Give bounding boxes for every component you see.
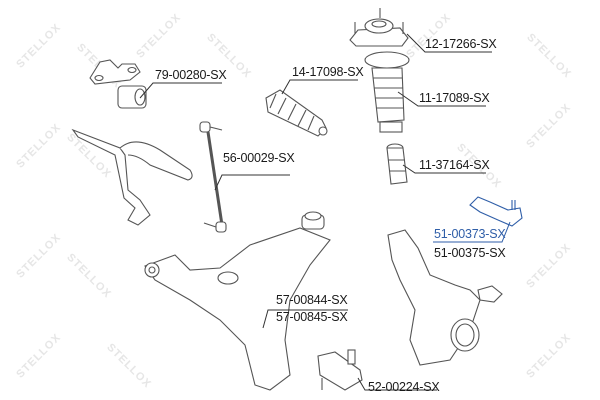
control-arm-icon: [144, 211, 331, 391]
stabilizer-bar-icon: [71, 128, 193, 226]
label-stabilizer-link[interactable]: 56-00029-SX: [223, 151, 295, 165]
label-ball-joint[interactable]: 52-00224-SX: [368, 380, 440, 394]
steering-knuckle-icon: [387, 229, 503, 366]
bump-stop-icon: [386, 143, 408, 185]
label-strut-mount[interactable]: 12-17266-SX: [425, 37, 497, 51]
stabilizer-link-icon: [199, 121, 227, 233]
stabilizer-bushing-icon: [89, 59, 147, 109]
label-control-arm-right[interactable]: 57-00845-SX: [276, 310, 348, 324]
strut-dust-boot-icon: [364, 51, 410, 133]
label-tie-rod-end-left[interactable]: 51-00373-SX: [434, 227, 506, 241]
label-bump-stop[interactable]: 11-37164-SX: [419, 158, 490, 172]
tie-rod-end-icon: [469, 196, 523, 227]
label-strut-dust-boot[interactable]: 11-17089-SX: [419, 91, 490, 105]
strut-mount-icon: [349, 8, 409, 47]
steering-rack-boot-icon: [265, 89, 328, 137]
leader-lines: [139, 33, 511, 391]
ball-joint-icon: [317, 349, 363, 391]
label-control-arm-left[interactable]: 57-00844-SX: [276, 293, 348, 307]
label-tie-rod-end-right[interactable]: 51-00375-SX: [434, 246, 506, 260]
label-stabilizer-bushing[interactable]: 79-00280-SX: [155, 68, 227, 82]
label-steering-rack-boot[interactable]: 14-17098-SX: [292, 65, 364, 79]
